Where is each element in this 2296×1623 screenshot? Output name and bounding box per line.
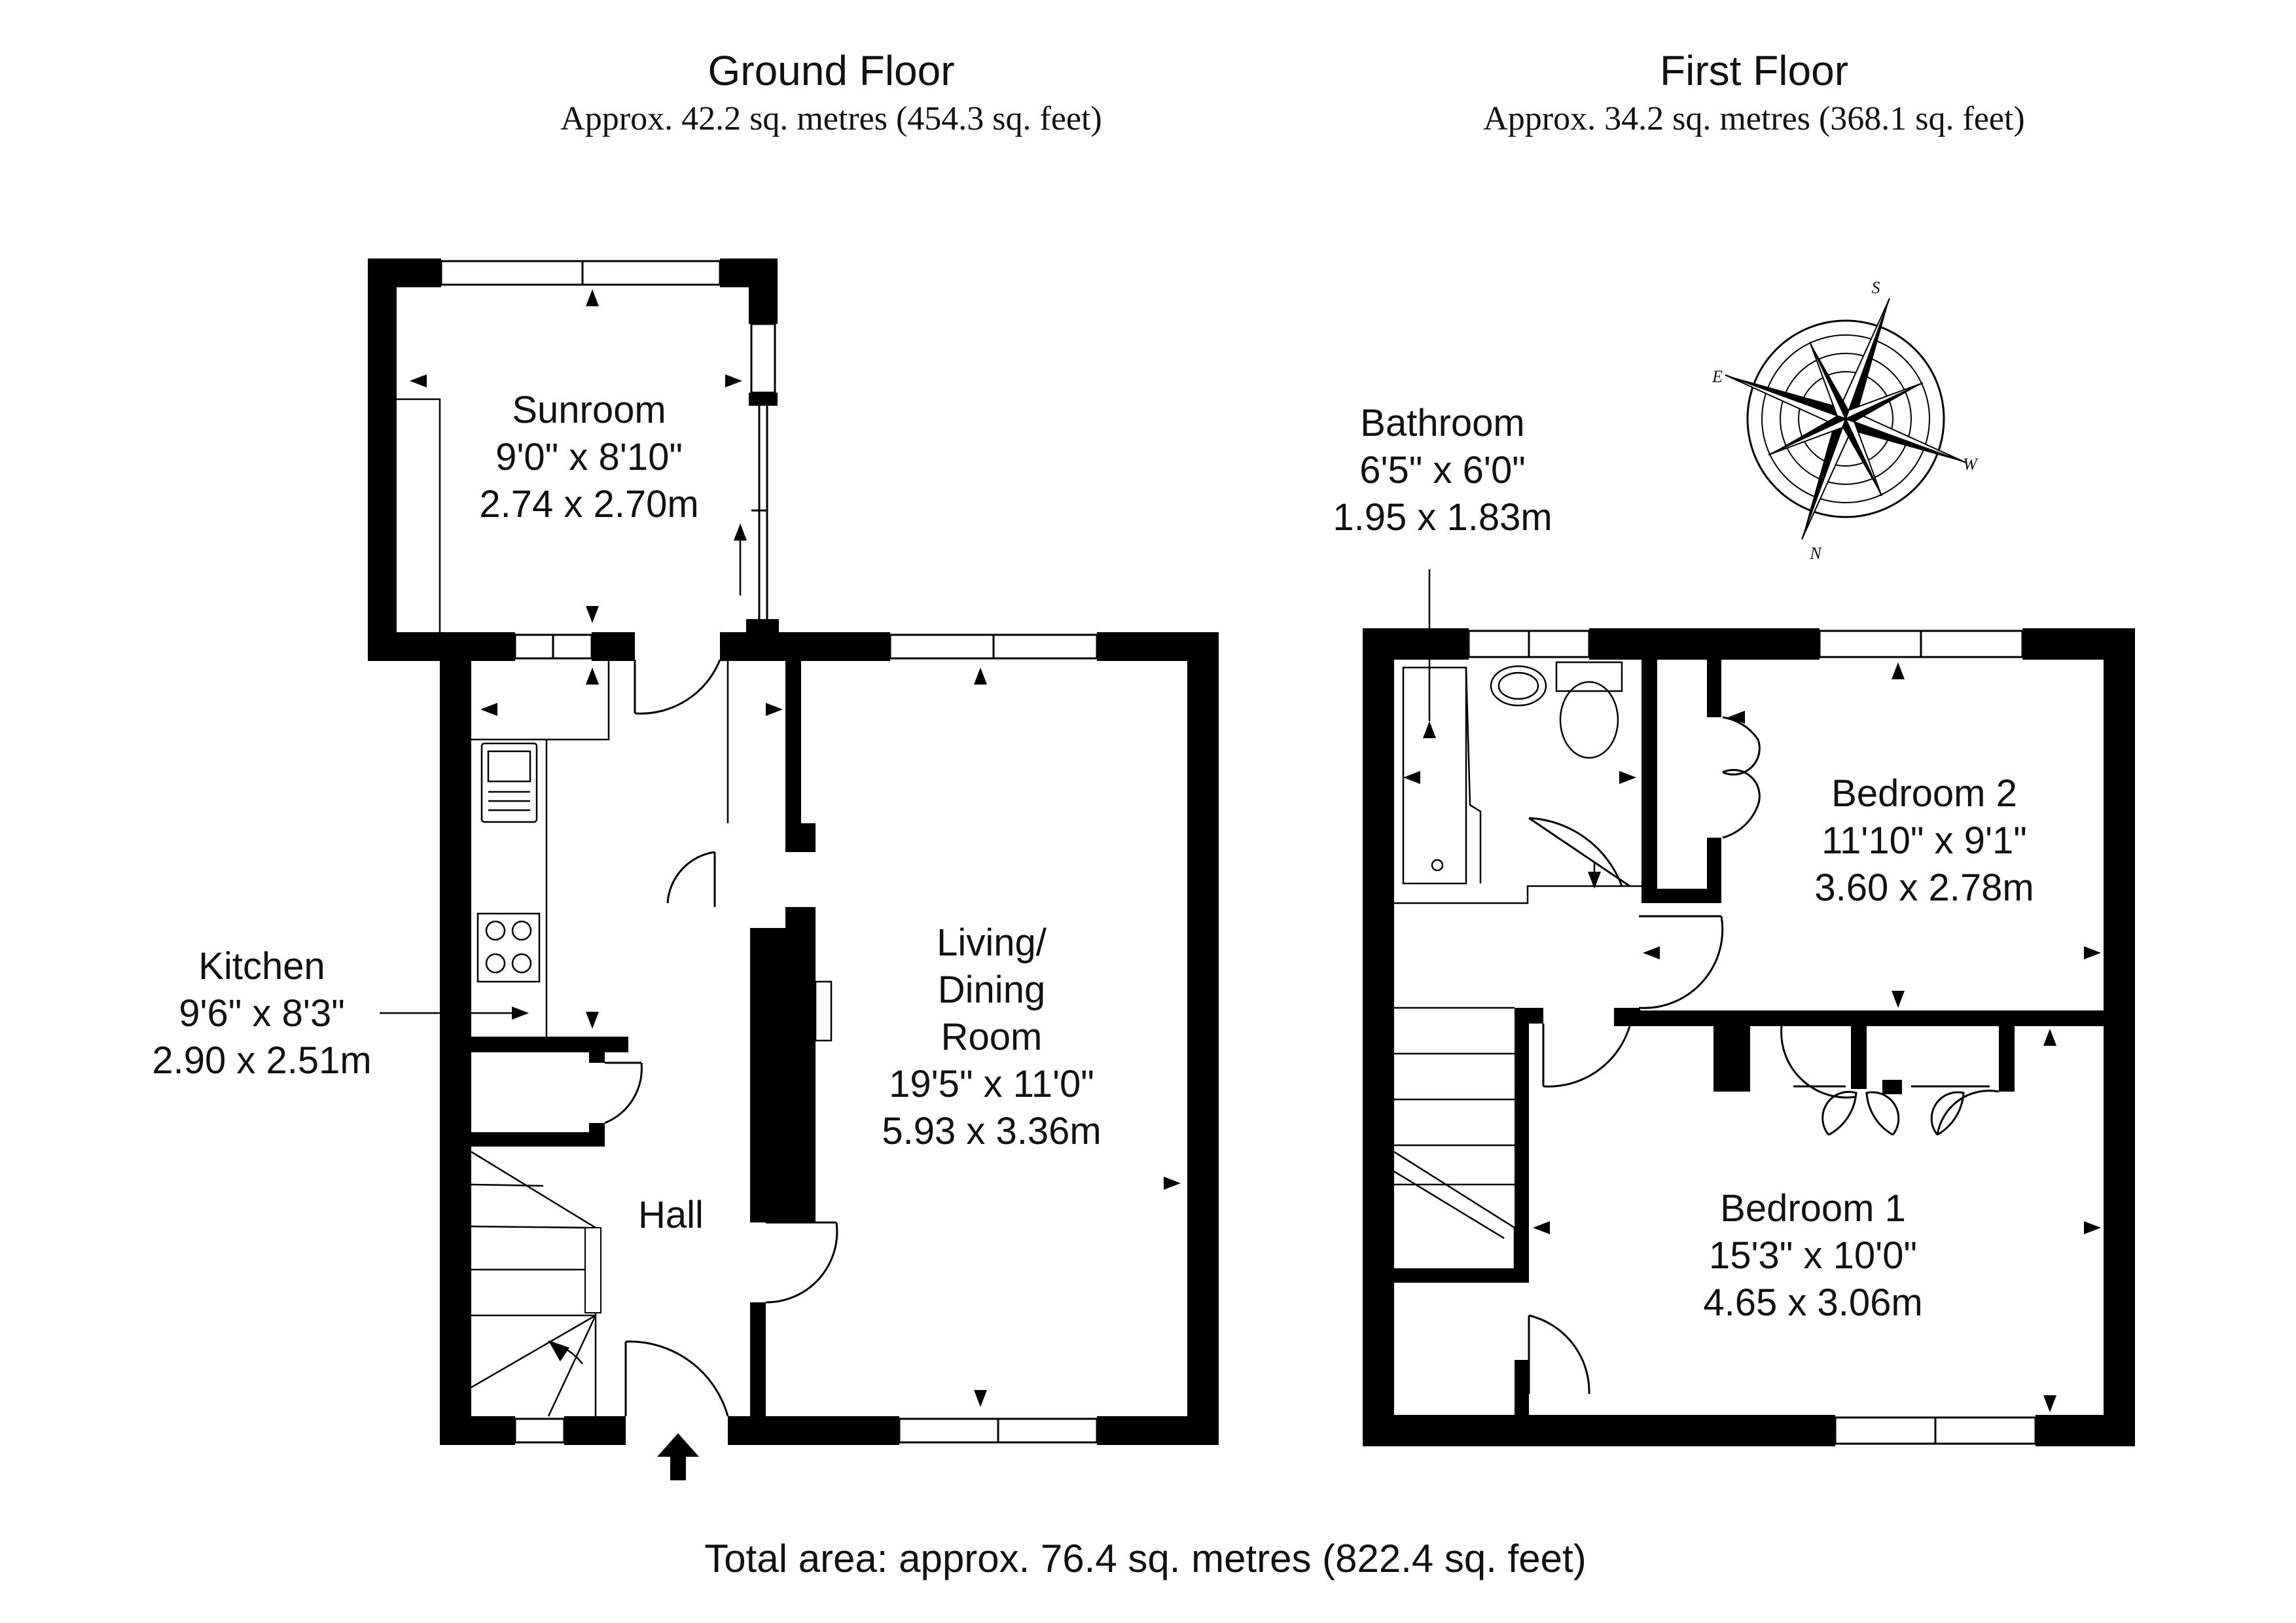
bedroom1-imperial: 15'3" x 10'0" — [1709, 1234, 1917, 1277]
compass-e-label: E — [1712, 367, 1723, 386]
first-floor-header: First Floor Approx. 34.2 sq. metres (368… — [1381, 45, 2127, 141]
ground-floor-stairs — [471, 1150, 601, 1417]
ground-floor-title: Ground Floor — [708, 47, 955, 94]
ground-floor-area: Approx. 42.2 sq. metres (454.3 sq. feet) — [560, 100, 1102, 137]
ground-floor-doors — [604, 659, 838, 1417]
sunroom-walls — [368, 259, 779, 661]
living-name-line2: Dining — [938, 969, 1045, 1011]
first-floor-dimension-arrows — [1403, 662, 2101, 1412]
toilet-icon — [1555, 661, 1623, 692]
ground-floor-plan — [368, 259, 1219, 1480]
sunroom-imperial: 9'0" x 8'10" — [495, 436, 683, 478]
ground-floor-dimension-arrows — [410, 289, 1181, 1407]
living-name-line3: Room — [941, 1016, 1043, 1058]
kitchen-imperial: 9'6" x 8'3" — [179, 992, 345, 1035]
first-floor-title: First Floor — [1660, 47, 1848, 94]
first-floor-walls — [1363, 628, 2135, 1446]
first-floor-area: Approx. 34.2 sq. metres (368.1 sq. feet) — [1483, 100, 2025, 137]
first-floor-plan — [1363, 569, 2135, 1446]
bathroom-name: Bathroom — [1360, 402, 1524, 444]
hob-icon — [476, 912, 541, 983]
bathroom-imperial: 6'5" x 6'0" — [1359, 449, 1526, 491]
living-imperial: 19'5" x 11'0" — [889, 1063, 1094, 1105]
bathroom-fittings — [1394, 661, 1641, 904]
room-labels: Sunroom 9'0" x 8'10" 2.74 x 2.70m Kitche… — [152, 389, 2034, 1324]
first-floor-doors — [1528, 716, 2000, 1395]
bedroom2-imperial: 11'10" x 9'1" — [1821, 819, 2027, 862]
sunroom-name: Sunroom — [512, 389, 666, 431]
ground-floor-windows — [514, 633, 1098, 1444]
compass-n-label: N — [1809, 544, 1822, 563]
bedroom1-name: Bedroom 1 — [1720, 1187, 1906, 1230]
sunroom-metric: 2.74 x 2.70m — [479, 483, 698, 526]
first-floor-stairs — [1393, 1007, 1516, 1268]
sunroom-windows — [440, 260, 776, 619]
living-name-line1: Living/ — [937, 921, 1047, 964]
living-metric: 5.93 x 3.36m — [882, 1110, 1101, 1152]
compass-rose-icon: S N E W — [1712, 278, 1979, 563]
first-floor-windows — [1467, 630, 2037, 1445]
basin-icon — [1490, 665, 1547, 707]
bedroom2-metric: 3.60 x 2.78m — [1814, 866, 2034, 909]
sink-icon — [480, 742, 538, 823]
total-area: Total area: approx. 76.4 sq. metres (822… — [704, 1537, 1587, 1580]
ground-floor-header: Ground Floor Approx. 42.2 sq. metres (45… — [471, 45, 1191, 141]
kitchen-name: Kitchen — [198, 945, 325, 988]
compass-w-label: W — [1963, 455, 1979, 474]
entrance-arrow-icon — [657, 1433, 699, 1480]
bedroom1-metric: 4.65 x 3.06m — [1703, 1281, 1922, 1324]
kitchen-fittings — [397, 398, 833, 1042]
compass-s-label: S — [1872, 278, 1880, 297]
ground-floor-walls — [440, 632, 1219, 1445]
hall-name: Hall — [638, 1194, 704, 1236]
kitchen-metric: 2.90 x 2.51m — [152, 1039, 371, 1082]
bath-icon — [1402, 666, 1467, 885]
bedroom2-name: Bedroom 2 — [1831, 772, 2017, 815]
bathroom-metric: 1.95 x 1.83m — [1333, 496, 1552, 539]
